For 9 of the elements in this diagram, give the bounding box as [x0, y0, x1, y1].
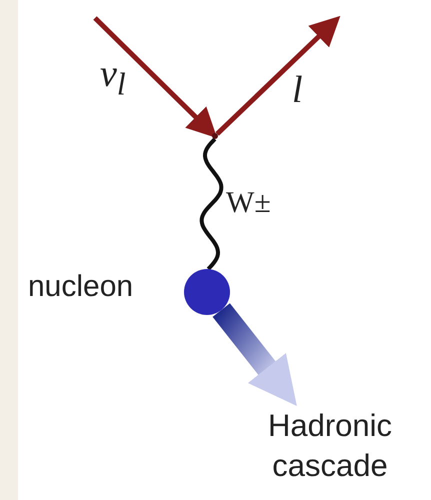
wavy-line: [200, 138, 224, 270]
edge-label: ν$_{l}$: [100, 52, 126, 103]
arrow: [215, 16, 340, 136]
edge-label: l: [292, 68, 303, 112]
arrow: [212, 303, 297, 406]
arrow: [93, 16, 218, 138]
node-label: Hadronic cascade: [245, 406, 415, 490]
edge-label: W±: [226, 186, 271, 220]
node-caption: nucleon: [28, 270, 134, 304]
